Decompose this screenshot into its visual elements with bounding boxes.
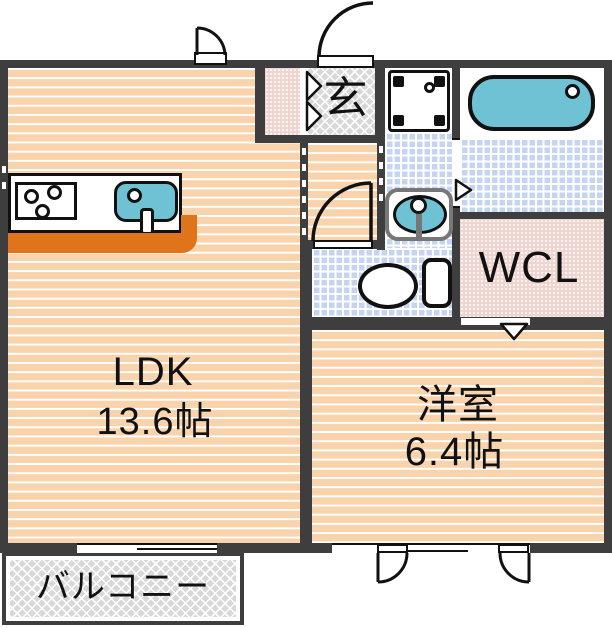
western-room-label: 洋室: [417, 383, 499, 427]
balcony-floor: [10, 560, 236, 617]
wcl-opening: [461, 318, 530, 325]
counter-edge-horizontal: [8, 233, 197, 253]
bathtub-drain-icon: [565, 84, 580, 99]
wall-bath-left: [452, 60, 460, 212]
wcl-floor: [460, 219, 604, 317]
kitchen-sink: [114, 181, 178, 222]
small-window-leaf: [194, 52, 227, 65]
wcl-label: WCL: [478, 243, 580, 292]
wall-hall-door-stub-left: [300, 240, 313, 249]
wall-ldk-western: [300, 247, 312, 543]
wall-sanitary-south: [300, 317, 604, 330]
wall-dashes: [2, 166, 6, 192]
genkan-label: 玄: [323, 74, 369, 123]
casement-leaf-right: [498, 544, 529, 553]
bathtub: [468, 75, 595, 131]
balcony: [2, 552, 244, 625]
hall-door-leaf: [313, 240, 373, 249]
stove-burner: [24, 189, 39, 204]
casement-leaf-left: [377, 544, 408, 553]
wall-top: [0, 60, 612, 68]
wall-right: [604, 60, 612, 553]
counter-edge-vertical: [181, 215, 197, 237]
sink-faucet-icon: [127, 188, 142, 203]
ldk-size-label: 13.6帖: [96, 401, 214, 443]
pan-corner: [393, 76, 404, 87]
western-window: [332, 543, 530, 553]
wall-dashes: [379, 146, 383, 204]
wall-dashes: [302, 148, 306, 238]
entrance-door-leaf: [317, 55, 374, 68]
toilet-bowl: [358, 263, 418, 309]
pan-corner: [434, 76, 445, 87]
washbasin-faucet-icon: [410, 197, 427, 214]
wall-bottom: [0, 543, 612, 553]
wall-genkan-right: [375, 60, 385, 143]
wall-wcl-left: [452, 219, 460, 330]
toilet-tank: [422, 258, 452, 308]
stove-burner: [35, 204, 50, 219]
ldk-floor: [8, 68, 302, 543]
washbasin-stem: [416, 214, 422, 240]
sink-tap: [140, 208, 154, 235]
wall-bath-wcl: [452, 212, 604, 219]
wall-closet-left: [255, 60, 265, 143]
hallway-floor: [308, 143, 377, 247]
pan-corner: [434, 115, 445, 126]
bath-door-opening: [452, 138, 460, 208]
wall-genkan-bottom: [255, 135, 385, 143]
wall-hall-door-stub-right: [373, 240, 385, 249]
ldk-room-label: LDK: [112, 350, 194, 394]
pan-drain-icon: [424, 82, 435, 93]
pan-corner: [393, 115, 404, 126]
shoe-closet-floor: [265, 68, 300, 135]
balcony-label: バルコニー: [35, 568, 211, 606]
western-size-label: 6.4帖: [404, 430, 505, 474]
closet-door-track: [300, 68, 308, 135]
bathroom-tile-floor: [460, 138, 604, 212]
ldk-window: [77, 543, 217, 553]
western-room-floor: [312, 330, 604, 543]
stove-burner: [47, 185, 62, 200]
wall-left: [0, 60, 8, 553]
